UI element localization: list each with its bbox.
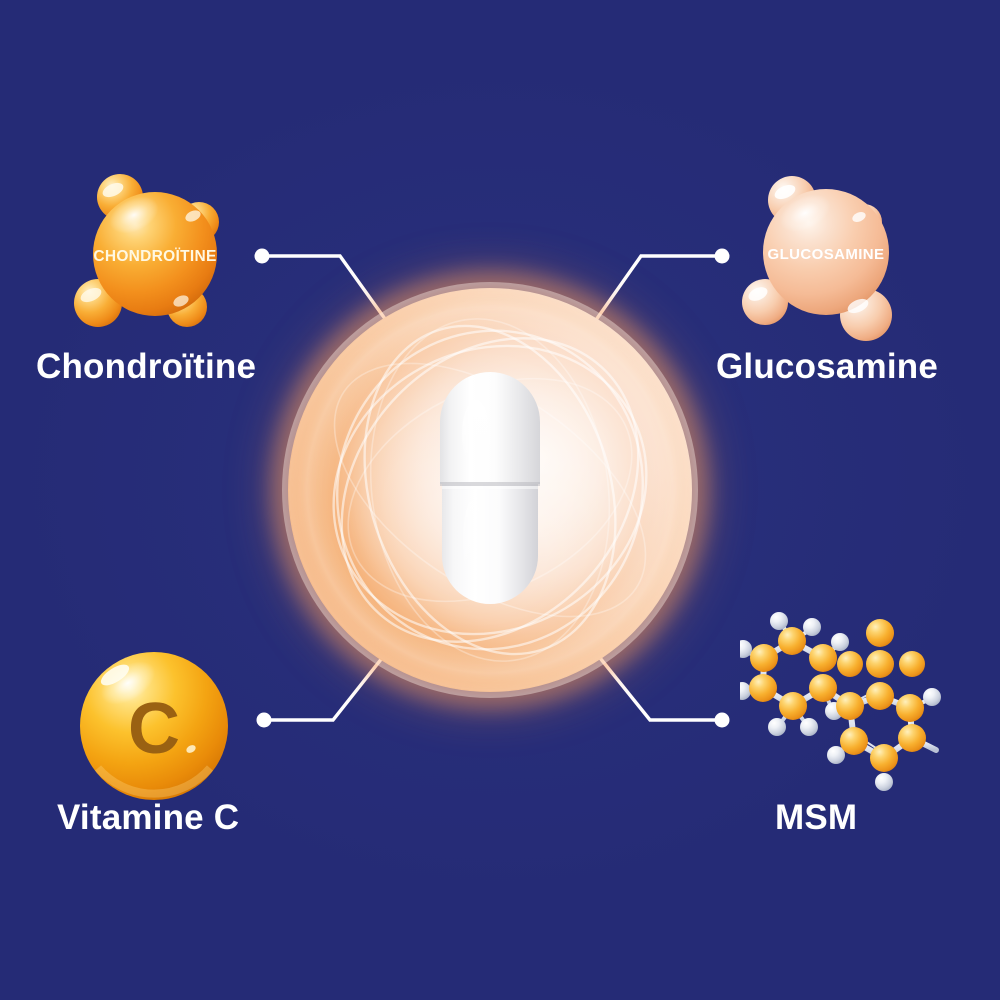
carbon-atoms bbox=[749, 619, 926, 772]
label-glucosamine: Glucosamine bbox=[716, 347, 938, 386]
capsule-pill-icon bbox=[440, 372, 540, 604]
label-chondroitine: Chondroïtine bbox=[36, 347, 257, 386]
orange-molecule-sphere-icon: CHONDROÏTINE bbox=[74, 174, 219, 327]
label-msm: MSM bbox=[775, 798, 858, 837]
vitamin-c-drop-icon: C bbox=[80, 652, 228, 800]
glucosamine-molecule: GLUCOSAMINE bbox=[742, 172, 914, 344]
vitamin-c-letter: C bbox=[128, 689, 180, 769]
hydrogen-atoms bbox=[733, 612, 941, 791]
msm-molecule bbox=[733, 608, 990, 794]
connector-dot-chondroitine bbox=[254, 248, 270, 264]
label-vitamine-c: Vitamine C bbox=[57, 798, 240, 837]
chondroitine-molecule: CHONDROÏTINE bbox=[72, 172, 242, 342]
chondroitine-molecule-text: CHONDROÏTINE bbox=[93, 248, 216, 265]
connector-dot-glucosamine bbox=[714, 248, 730, 264]
vitamine-c-drop: C bbox=[78, 650, 230, 802]
glucosamine-molecule-text: GLUCOSAMINE bbox=[768, 246, 885, 263]
connector-dot-vitamine-c bbox=[256, 712, 272, 728]
peach-molecule-sphere-icon: GLUCOSAMINE bbox=[742, 176, 892, 341]
connector-dot-msm bbox=[714, 712, 730, 728]
msm-molecular-structure-icon bbox=[733, 612, 941, 791]
